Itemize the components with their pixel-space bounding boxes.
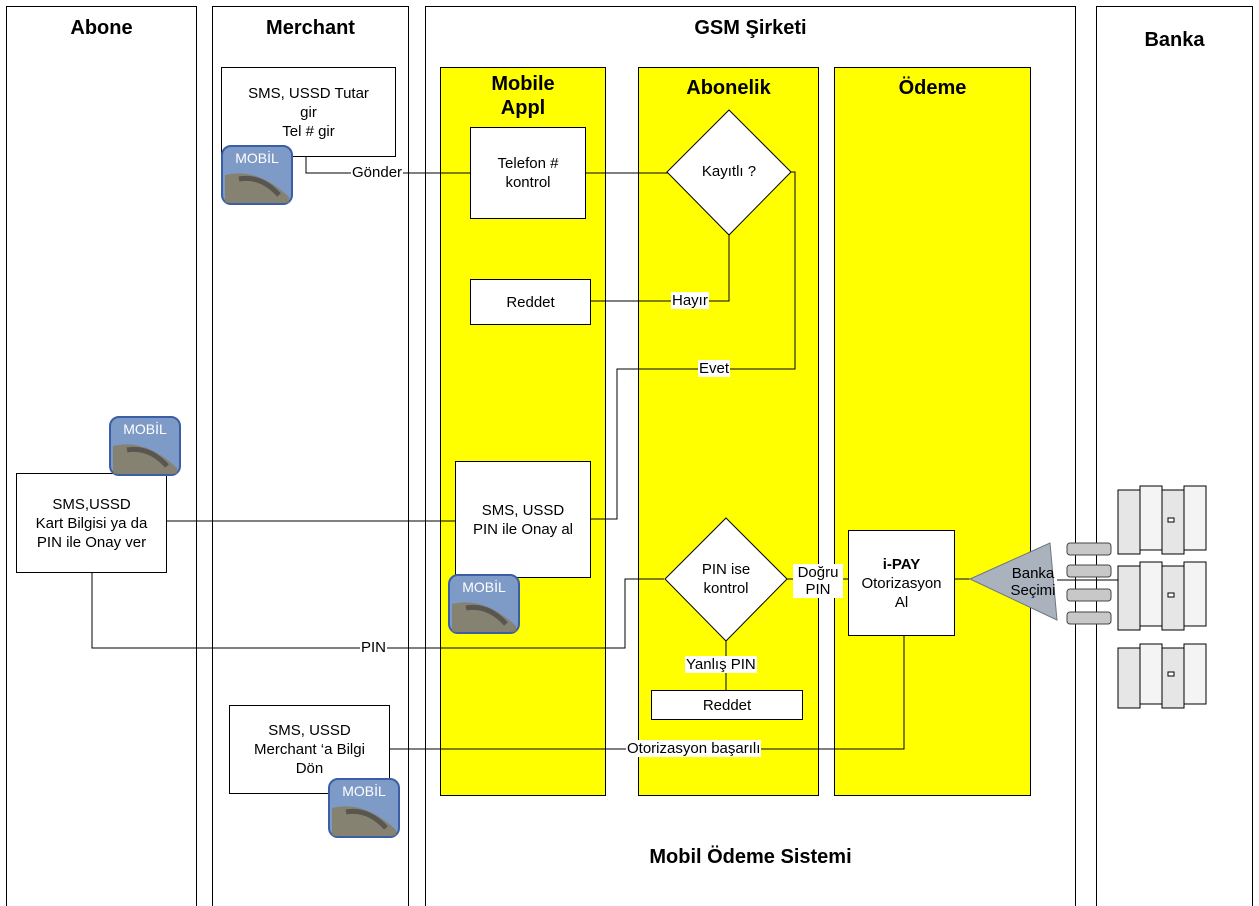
mobil-logo-mobile-appl: MOBİL <box>448 574 520 634</box>
label-banka-secimi: Banka Seçimi <box>1010 565 1056 599</box>
box-abone-sms-kart: SMS,USSD Kart Bilgisi ya da PIN ile Onay… <box>16 473 167 573</box>
line-hayir <box>591 235 730 302</box>
line-evet <box>591 171 796 520</box>
label-evet: Evet <box>698 360 731 377</box>
label-gonder: Gönder <box>351 164 404 181</box>
lane-title-merchant: Merchant <box>266 17 355 39</box>
ipay-title: i-PAY <box>882 555 921 573</box>
mobil-logo-merchant-bilgi: MOBİL <box>328 778 400 838</box>
label-hayir: Hayır <box>671 292 709 309</box>
diagram-footer-title: Mobil Ödeme Sistemi <box>649 846 852 868</box>
box-reddet-1: Reddet <box>470 279 591 325</box>
server-towers <box>1117 485 1207 709</box>
label-otorizasyon-basarili: Otorizasyon başarılı <box>626 740 762 757</box>
label-pin: PIN <box>360 639 388 656</box>
line-pin <box>91 573 664 649</box>
disk-stack <box>1066 542 1112 625</box>
mobil-logo-text: MOBİL <box>235 149 279 166</box>
mobil-logo-merchant: MOBİL <box>221 145 293 205</box>
diamond-pin-kontrol-label: PIN ise kontrol <box>701 561 751 597</box>
diamond-pin-kontrol <box>664 517 788 642</box>
lane-title-banka: Banka <box>1144 29 1205 51</box>
connector-lines <box>91 109 1207 750</box>
box-merchant-sms-tutar: SMS, USSD Tutar gir Tel # gir <box>221 67 396 157</box>
sublane-title-odeme: Ödeme <box>898 77 967 99</box>
diamond-kayitli-label: Kayıtlı ? <box>701 163 757 180</box>
label-dogru-pin: Doğru PIN <box>793 564 843 598</box>
mobil-logo-text: MOBİL <box>123 420 167 437</box>
triangle-banka-secimi <box>968 542 1058 621</box>
sublane-title-mobile-appl: Mobile Appl <box>491 73 555 119</box>
mobil-logo-text: MOBİL <box>462 578 506 595</box>
lane-title-abone: Abone <box>70 17 133 39</box>
mobil-logo-text: MOBİL <box>342 782 386 799</box>
box-sms-pin-onay: SMS, USSD PIN ile Onay al <box>455 461 591 578</box>
diamond-kayitli <box>666 109 792 236</box>
box-ipay: i-PAY Otorizasyon Al <box>848 530 955 636</box>
lane-title-gsm: GSM Şirketi <box>694 17 807 39</box>
sublane-title-abonelik: Abonelik <box>686 77 771 99</box>
box-telefon-kontrol: Telefon # kontrol <box>470 127 586 219</box>
mobil-logo-abone: MOBİL <box>109 416 181 476</box>
lane-banka: Banka <box>1096 6 1253 906</box>
line-gonder <box>305 157 470 174</box>
label-yanlis-pin: Yanlış PIN <box>685 656 757 673</box>
sublane-odeme: Ödeme <box>834 67 1031 796</box>
box-reddet-2: Reddet <box>651 690 803 720</box>
server-group-1 <box>1117 485 1207 555</box>
line-otorizasyon <box>390 636 905 750</box>
ipay-body: Otorizasyon Al <box>861 574 942 611</box>
server-group-2 <box>1117 561 1207 631</box>
server-group-3 <box>1117 643 1207 709</box>
